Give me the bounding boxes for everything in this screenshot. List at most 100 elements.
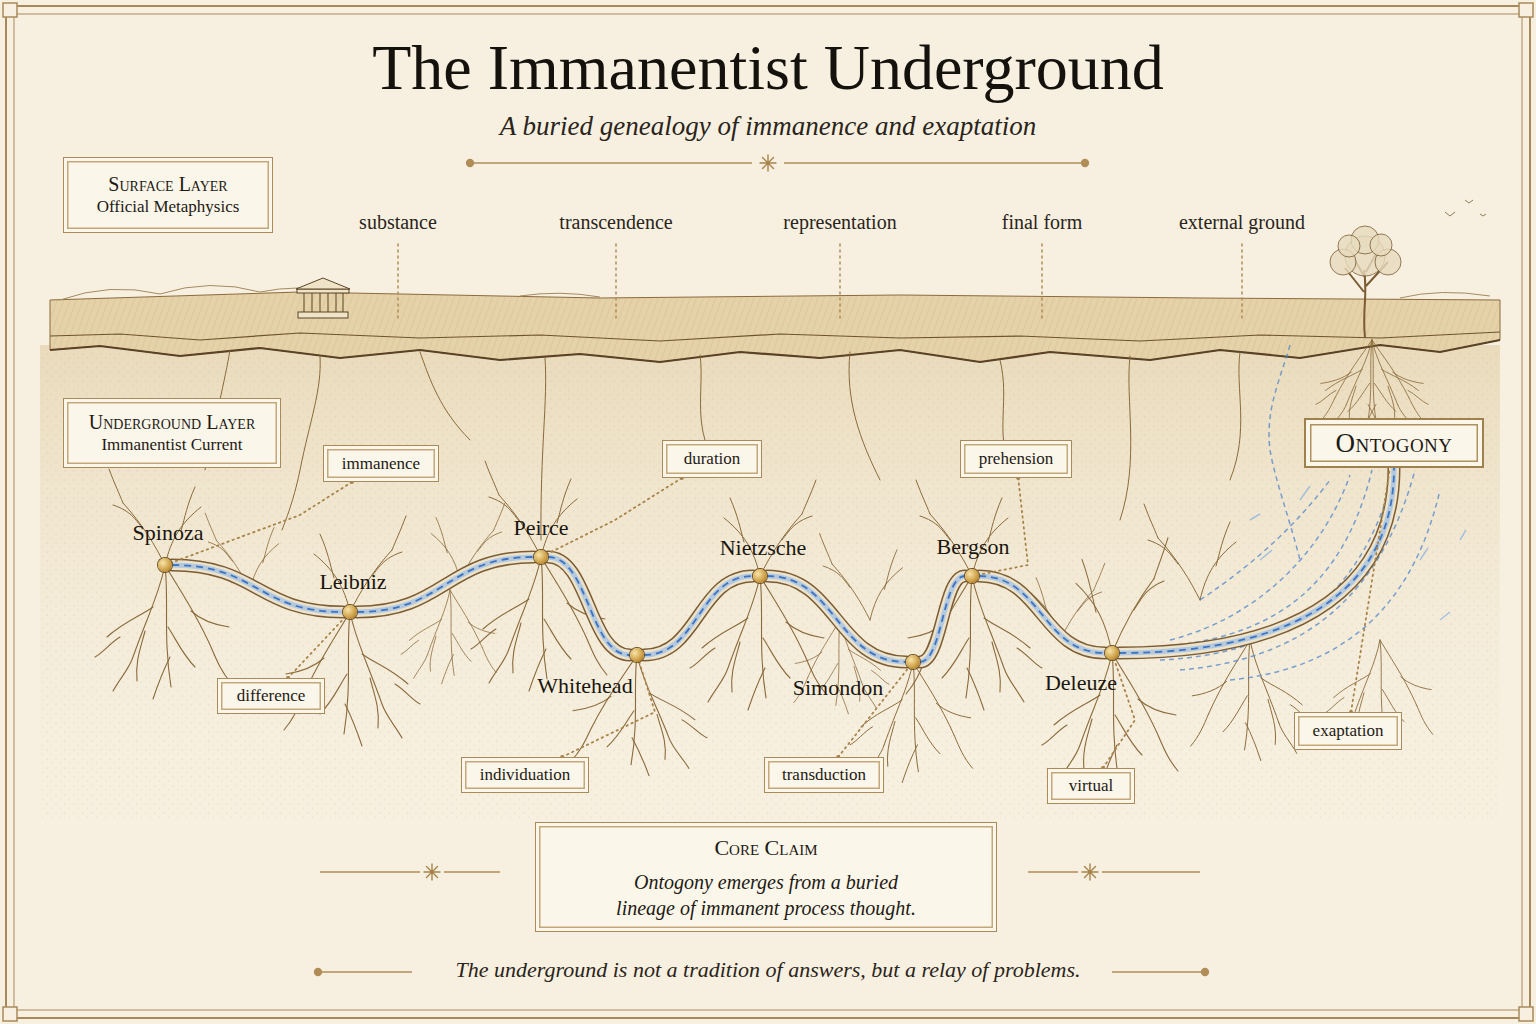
node-text: virtual [1069,776,1113,796]
roots [95,340,1433,787]
thinker-name: Leibniz [319,569,386,595]
river-bed [767,576,906,662]
label-box: difference [217,678,325,714]
river-bank [767,576,906,662]
label-box: duration [662,440,762,478]
node-text: prehension [979,449,1054,469]
thinker-name: Whitehead [537,673,632,699]
caption: The underground is not a tradition of an… [368,957,1168,983]
thinker-name: Deleuze [1045,670,1117,696]
current-river [644,576,753,655]
node-text: Ontogony [1335,428,1452,458]
river-flow [979,576,1105,653]
river-flow [644,576,753,655]
label-box: transduction [764,757,884,793]
river-flow [548,557,630,655]
subtitle: A buried genealogy of immanence and exap… [500,111,1036,142]
river-bed [548,557,630,655]
thinker-name: Simondon [793,675,883,701]
river-bank [920,576,965,662]
leader-path [1351,468,1390,712]
river-flow [920,576,965,662]
river-bank [1119,468,1394,653]
thinker-name: Spinoza [133,520,204,546]
thinker-node: Whitehead [630,648,644,662]
leader-line [1349,468,1390,714]
surface-term: final form [1002,211,1083,234]
node-text: difference [237,686,306,706]
temple-sketch [296,278,350,318]
thinker-node: Deleuze [1105,646,1119,660]
node-text: individuation [480,765,571,785]
river-bed [644,576,753,655]
river-flow [172,565,343,612]
river-water [767,576,906,662]
river-water [172,565,343,612]
node-text: Ontogony emerges from a buried lineage o… [566,869,966,921]
title-ornament [467,155,1089,171]
river-flow [767,576,906,662]
water-fan [1150,345,1466,680]
thinker-node: Nietzsche [753,569,767,583]
surface-term: substance [359,211,437,234]
leader-line [979,476,1028,575]
river-water [920,576,965,662]
current-river [979,576,1105,653]
label-box: Underground LayerImmanentist Current [63,398,281,468]
node-text: transduction [782,765,866,785]
surface-term: external ground [1179,211,1305,234]
label-box: Ontogony [1304,418,1484,468]
thinker-node: Simondon [906,655,920,669]
river-water [1119,468,1394,653]
current-river [920,576,965,662]
river-water [548,557,630,655]
node-text: Surface Layer [108,172,227,196]
river-bank [644,576,753,655]
node-text: Core Claim [714,833,817,863]
river-water [644,576,753,655]
label-box: virtual [1047,768,1135,804]
label-box: Surface LayerOfficial Metaphysics [63,157,273,233]
river-bed [1119,468,1394,653]
surface-cracks [205,350,1241,540]
label-box: exaptation [1294,712,1402,750]
river-bed [172,565,343,612]
leader-path [979,478,1028,575]
node-text: immanence [342,454,420,474]
thinker-node: Spinoza [158,558,172,572]
thinker-name: Peirce [514,515,569,541]
surface-term: transcendence [559,211,672,234]
soil-tint [40,345,1500,845]
label-box: prehension [960,440,1072,478]
node-text: Immanentist Current [101,434,242,456]
node-text: Underground Layer [89,410,256,434]
leader-line [547,476,684,554]
soil-stipple [40,350,1500,820]
label-box: Core ClaimOntogony emerges from a buried… [535,822,997,932]
label-box: immanence [323,445,439,482]
ground-surface [50,285,1500,362]
leader-line [286,617,345,680]
diagram-title: The Immanentist Underground [0,28,1536,108]
node-text: duration [684,449,741,469]
node-text: exaptation [1313,721,1384,741]
river-bank [548,557,630,655]
river-water [979,576,1105,653]
current-river [172,565,343,612]
surface-leaders [398,244,1242,322]
river-bank [979,576,1105,653]
river-bed [920,576,965,662]
tree-sketch [1330,200,1486,338]
river-bank [172,565,343,612]
thinker-node: Leibniz [343,605,357,619]
thinker-node: Peirce [534,550,548,564]
thinker-name: Bergson [937,534,1010,560]
thinker-name: Nietzsche [720,535,807,561]
leader-path [288,617,345,678]
current-river [548,557,630,655]
label-box: individuation [461,757,589,793]
river-bed [979,576,1105,653]
node-text: Official Metaphysics [97,196,240,218]
surface-term: representation [783,211,896,234]
